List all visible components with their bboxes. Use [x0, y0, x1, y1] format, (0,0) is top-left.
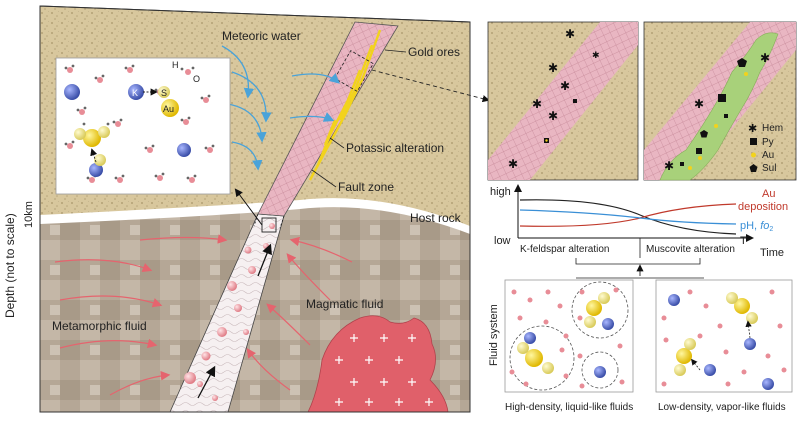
depth-axis: Depth (not to scale) 10km [3, 201, 35, 318]
magma-body [307, 315, 449, 413]
legend-sul-label: Sul [762, 163, 776, 174]
s-atom [158, 86, 170, 98]
t-curve [519, 199, 737, 235]
trend-chart: high low Au deposition pH, fo2 T Time K-… [490, 184, 788, 279]
svg-text:✱: ✱ [760, 51, 770, 65]
zoom-panel-after: ✱ ✱ ✱ ✱ Hem Py Au Sul [643, 21, 797, 181]
hem-symbols-after: ✱ ✱ ✱ [664, 51, 770, 173]
au-atom-labelled [161, 99, 179, 117]
legend-py-icon [750, 138, 757, 145]
k-atom-labelled [128, 84, 144, 100]
inset-s-label: S [161, 88, 167, 98]
high-density-caption: High-density, liquid-like fluids [505, 402, 633, 413]
k-atom [64, 84, 80, 100]
metamorphic-fluid-arrows [54, 234, 228, 396]
ph-fo2-curve [519, 209, 737, 225]
mineral-legend: ✱ Hem Py Au Sul [748, 123, 783, 174]
trend-low-label: low [494, 235, 511, 247]
ph-curve-label: pH, fo2 [740, 220, 773, 233]
magmatic-fluid-label: Magmatic fluid [306, 297, 383, 311]
svg-text:✱: ✱ [565, 27, 575, 41]
legend-py-label: Py [762, 137, 774, 148]
svg-text:✱: ✱ [664, 159, 674, 173]
svg-text:✱: ✱ [508, 157, 518, 171]
k-atom [89, 163, 103, 177]
svg-text:✱: ✱ [548, 109, 558, 123]
legend-hem-icon: ✱ [748, 123, 757, 135]
magma-crosses [335, 334, 433, 406]
legend-sul-icon [749, 164, 758, 172]
svg-text:✱: ✱ [592, 50, 600, 60]
meteoric-water-label: Meteoric water [222, 29, 301, 43]
metamorphic-fluid-label: Metamorphic fluid [52, 319, 147, 333]
legend-au-label: Au [762, 150, 774, 161]
inset-o-label: O [193, 74, 200, 84]
water-molecules [64, 64, 215, 183]
au-atom [83, 129, 101, 147]
upflow-arrow-1 [197, 365, 216, 399]
svg-text:✱: ✱ [548, 61, 558, 75]
legend-au-icon [751, 152, 756, 158]
meteoric-water-arrows [221, 45, 340, 171]
legend-hem-label: Hem [762, 123, 783, 134]
t-curve-label: T [740, 235, 747, 247]
low-density-caption: Low-density, vapor-like fluids [658, 402, 786, 413]
gold-ores-label: Gold ores [408, 45, 460, 59]
hem-symbols-before: ✱✱✱ ✱✱✱ ✱ [508, 27, 600, 171]
muscovite-stage-label: Muscovite alteration [646, 244, 735, 255]
inset-au-label: Au [163, 104, 174, 114]
inset-h-label: H [172, 60, 179, 70]
inset-k-label: K [132, 88, 138, 98]
fault-zone-label: Fault zone [338, 180, 394, 194]
svg-text:✱: ✱ [694, 97, 704, 111]
inset-leader-arrow [234, 188, 263, 226]
trend-high-label: high [490, 186, 511, 198]
fluid-bubbles [184, 223, 275, 401]
molecular-inset: H O K S Au [55, 57, 231, 195]
k-atom [177, 143, 191, 157]
green-alteration-zone [659, 32, 779, 181]
au-curve-label-1: Au [762, 188, 775, 200]
potassic-alteration-label: Potassic alteration [346, 141, 444, 155]
au-curve-label-2: deposition [738, 201, 788, 213]
depth-axis-label: Depth (not to scale) [3, 213, 17, 318]
fault-zoom-box [334, 50, 374, 92]
fluid-system-axis-label: Fluid system [488, 304, 500, 366]
boundary-band [40, 198, 470, 234]
upflow-arrow-2 [257, 243, 272, 277]
magmatic-fluid-arrows [246, 236, 353, 391]
kfeldspar-stage-label: K-feldspar alteration [520, 244, 610, 255]
zoom-leader-line [371, 69, 490, 103]
depth-tick-label: 10km [23, 201, 35, 228]
svg-text:✱: ✱ [560, 79, 570, 93]
zoom-panel-before: ✱✱✱ ✱✱✱ ✱ [487, 21, 639, 181]
high-density-panel [504, 279, 634, 393]
py-symbol [573, 99, 577, 103]
time-axis-label: Time [760, 247, 784, 259]
fluid-system: Fluid system High-density, liquid-like f… [488, 279, 793, 413]
host-rock-label: Host rock [410, 211, 462, 225]
svg-text:✱: ✱ [532, 97, 542, 111]
